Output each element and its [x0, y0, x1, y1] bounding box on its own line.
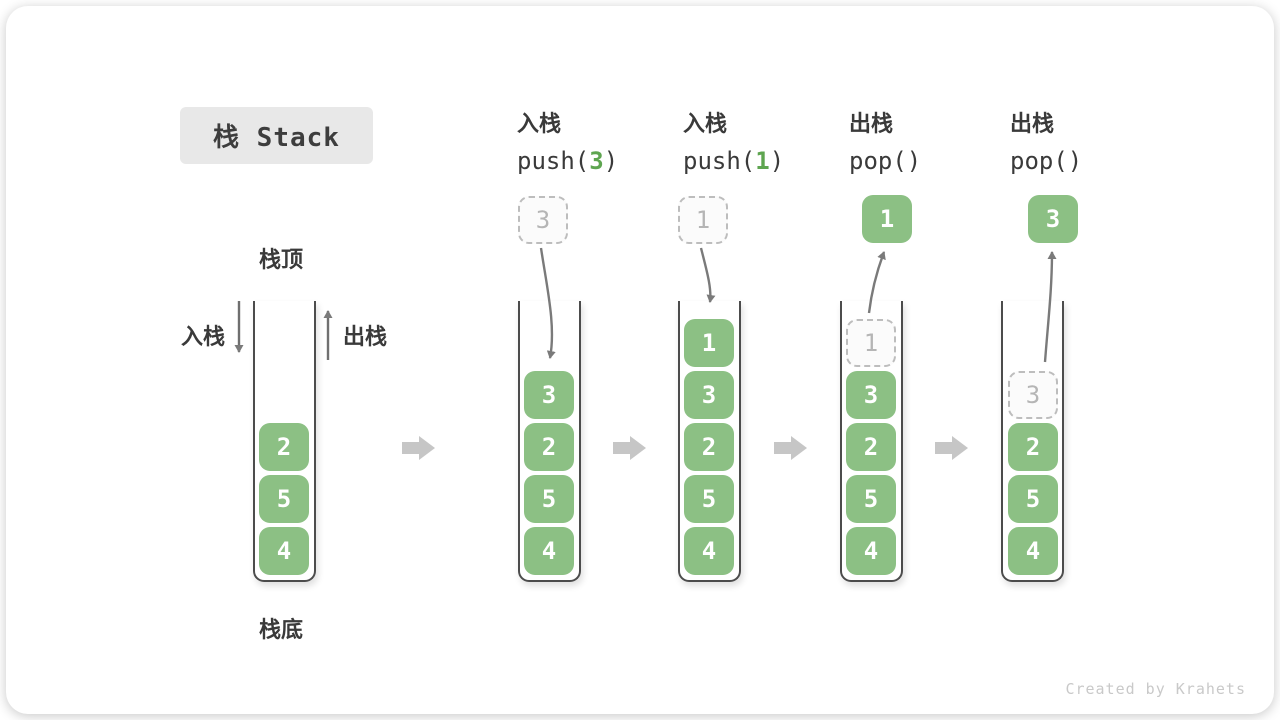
op-header-pop3: 出栈 pop() [1010, 106, 1170, 175]
stack-cell: 2 [524, 423, 574, 471]
op-code: pop() [1010, 147, 1083, 175]
stack-cell: 4 [846, 527, 896, 575]
popped-value-box: 3 [1028, 195, 1078, 243]
stack-cell: 3 [846, 371, 896, 419]
op-name: 入栈 [517, 111, 562, 136]
stack-top-label: 栈顶 [259, 247, 304, 272]
stack-cell: 5 [259, 475, 309, 523]
stack-cell: 5 [684, 475, 734, 523]
stack-container [1001, 301, 1064, 582]
popped-value-box: 1 [862, 195, 912, 243]
stack-cell: 4 [259, 527, 309, 575]
stack-cell: 5 [1008, 475, 1058, 523]
op-code: push(1) [683, 147, 785, 175]
op-header-push1: 入栈 push(1) [683, 106, 843, 175]
op-code: pop() [849, 147, 922, 175]
stack-cell: 3 [684, 371, 734, 419]
stack-cell: 5 [524, 475, 574, 523]
stack-cell: 4 [684, 527, 734, 575]
stack-cell: 2 [846, 423, 896, 471]
stack-cell: 4 [1008, 527, 1058, 575]
stack-cell: 3 [524, 371, 574, 419]
stack-container [840, 301, 903, 582]
pushed-value-box-ghost: 1 [678, 196, 728, 244]
op-arg: 3 [589, 147, 604, 175]
op-header-push3: 入栈 push(3) [517, 106, 677, 175]
stack-container [678, 301, 741, 582]
pushed-value-box-ghost: 3 [518, 196, 568, 244]
op-arg: 1 [755, 147, 770, 175]
stack-cell: 1 [684, 319, 734, 367]
stack-cell: 2 [1008, 423, 1058, 471]
stack-bottom-label: 栈底 [259, 617, 304, 642]
title-box: 栈 Stack [180, 107, 373, 164]
stack-cell: 4 [524, 527, 574, 575]
op-name: 入栈 [683, 111, 728, 136]
op-name: 出栈 [1010, 111, 1055, 136]
title-label: 栈 Stack [213, 123, 340, 153]
stack-cell-ghost: 3 [1008, 371, 1058, 419]
op-code: push(3) [517, 147, 619, 175]
watermark: Created by Krahets [1065, 680, 1246, 698]
op-header-pop1: 出栈 pop() [849, 106, 1009, 175]
stack-container [518, 301, 581, 582]
stack-cell: 2 [259, 423, 309, 471]
stack-container [253, 301, 316, 582]
push-side-label: 入栈 [181, 324, 226, 349]
op-name: 出栈 [849, 111, 894, 136]
pop-side-label: 出栈 [343, 324, 388, 349]
stack-cell: 5 [846, 475, 896, 523]
stack-cell-ghost: 1 [846, 319, 896, 367]
stack-cell: 2 [684, 423, 734, 471]
